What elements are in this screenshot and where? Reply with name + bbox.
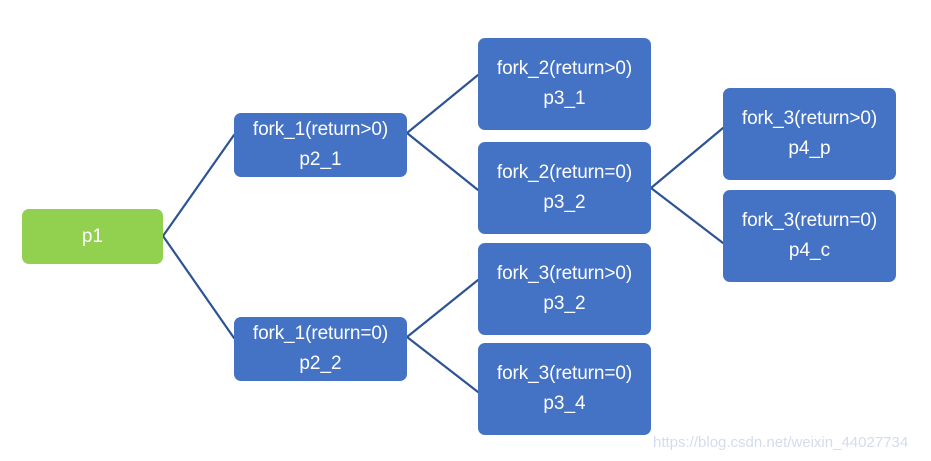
- node-label-condition: fork_3(return=0): [741, 210, 878, 231]
- node-label-condition: fork_2(return>0): [496, 58, 633, 79]
- edge-p1-to-p2_1: [161, 133, 236, 238]
- node-p2_2[interactable]: fork_1(return=0) p2_2: [234, 317, 407, 381]
- node-p3_4[interactable]: fork_3(return=0) p3_4: [478, 343, 651, 435]
- node-p3_1[interactable]: fork_2(return>0) p3_1: [478, 38, 651, 130]
- edge-p2_1-to-p3_2_upper: [405, 131, 480, 192]
- node-label-condition: fork_3(return>0): [496, 263, 633, 284]
- node-label-name: p1: [81, 225, 104, 247]
- node-label-name: p4_c: [788, 240, 831, 261]
- edge-p3_2_upper-to-p4_c: [649, 186, 725, 245]
- node-label-condition: fork_2(return=0): [496, 162, 633, 183]
- node-p3_2_lower[interactable]: fork_3(return>0) p3_2: [478, 243, 651, 335]
- edge-p2_2-to-p3_4: [405, 335, 480, 394]
- edge-p1-to-p2_2: [161, 234, 236, 340]
- node-label-condition: fork_3(return>0): [741, 108, 878, 129]
- node-p2_1[interactable]: fork_1(return>0) p2_1: [234, 113, 407, 177]
- node-label-condition: fork_1(return>0): [252, 119, 389, 140]
- node-p1[interactable]: p1: [22, 209, 163, 264]
- node-label-name: p3_4: [543, 393, 586, 414]
- node-label-name: p4_p: [788, 138, 831, 159]
- node-p4_c[interactable]: fork_3(return=0) p4_c: [723, 190, 896, 282]
- edge-p3_2_upper-to-p4_p: [649, 126, 725, 190]
- watermark-label: https://blog.csdn.net/weixin_44027734: [653, 434, 909, 451]
- node-label-name: p3_2: [543, 192, 586, 213]
- node-p3_2_upper[interactable]: fork_2(return=0) p3_2: [478, 142, 651, 234]
- node-label-condition: fork_3(return=0): [496, 363, 633, 384]
- node-label-condition: fork_1(return=0): [252, 323, 389, 344]
- node-label-name: p3_2: [543, 293, 586, 314]
- edge-p2_1-to-p3_1: [405, 73, 480, 135]
- edge-p2_2-to-p3_2_lower: [405, 278, 480, 339]
- node-label-name: p2_1: [299, 149, 342, 170]
- node-p4_p[interactable]: fork_3(return>0) p4_p: [723, 88, 896, 180]
- node-label-name: p2_2: [299, 353, 342, 374]
- node-label-name: p3_1: [543, 88, 586, 109]
